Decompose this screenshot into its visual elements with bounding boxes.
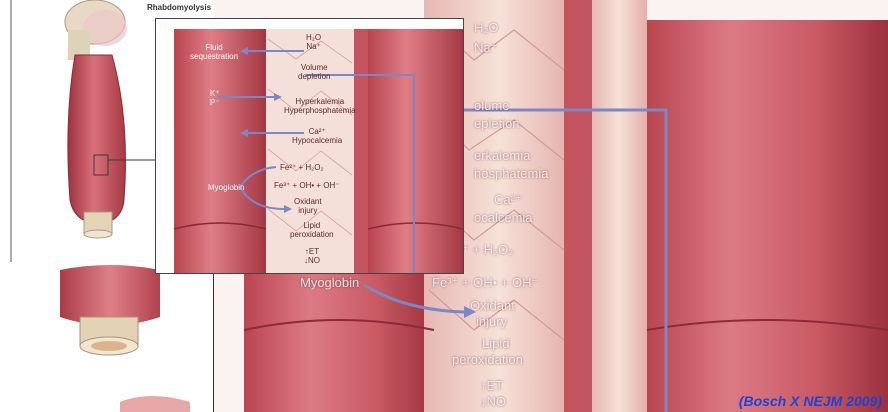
zoom-label-h2o: H₂O bbox=[474, 20, 499, 35]
label-oxidant-injury: Oxidant injury bbox=[294, 197, 322, 215]
zoom-label-depletion: epletion bbox=[474, 116, 520, 131]
citation: (Bosch X NEJM 2009) bbox=[739, 393, 882, 409]
label-hyperkalemia: Hyperkalemia Hyperphosphatemia bbox=[284, 97, 356, 115]
zoom-label-no: ↓NO bbox=[480, 394, 506, 409]
zoom-label-fe-reaction-1: ⁺ + H₂O₂ bbox=[462, 242, 513, 258]
label-fe-reaction-1: Fe²⁺ + H₂O₂ bbox=[280, 163, 324, 172]
zoom-label-na: Na⁺ bbox=[474, 40, 497, 56]
label-ca-hypocalcemia: Ca²⁺ Hypocalcemia bbox=[292, 127, 342, 145]
zoom-label-et: ↑ET bbox=[480, 378, 503, 393]
figure-title: Rhabdomyolysis bbox=[147, 3, 211, 12]
label-myoglobin: Myoglobin bbox=[208, 183, 244, 192]
label-lipid-peroxidation: Lipid peroxidation bbox=[290, 221, 334, 239]
zoom-label-oxidant: Oxidant bbox=[470, 298, 515, 313]
zoom-label-ca: Ca²⁺ bbox=[494, 192, 522, 208]
zoom-label-injury: injury bbox=[476, 314, 507, 329]
zoom-label-fe-reaction-2: Fe³⁺ + OH• + OH⁻ bbox=[432, 275, 538, 291]
zoom-label-peroxidation: peroxidation bbox=[452, 352, 523, 367]
inset-panel: Rhabdomyolysis Fluid sequestration H₂O N… bbox=[155, 18, 464, 274]
label-h2o-na: H₂O Na⁺ bbox=[306, 33, 321, 51]
label-fe-reaction-2: Fe³⁺ + OH• + OH⁻ bbox=[274, 181, 339, 190]
label-fluid-sequestration: Fluid sequestration bbox=[190, 43, 238, 61]
label-k-p: K⁺ P⁻ bbox=[210, 89, 220, 107]
zoom-label-volume: olume bbox=[474, 98, 509, 113]
label-et-no: ↑ET ↓NO bbox=[304, 247, 320, 265]
muscle-end-zoom-illustration bbox=[0, 262, 240, 412]
label-volume-depletion: Volume depletion bbox=[298, 63, 330, 81]
zoom-label-hypocalcemia: ocalcemia bbox=[474, 210, 533, 225]
zoom-label-lipid: Lipid bbox=[482, 336, 509, 351]
zoom-label-myoglobin: Myoglobin bbox=[300, 275, 359, 290]
zoom-label-hyperkalemia: erkalemia bbox=[474, 148, 530, 163]
zoom-label-hyperphosphatemia: hosphatemia bbox=[474, 166, 548, 181]
